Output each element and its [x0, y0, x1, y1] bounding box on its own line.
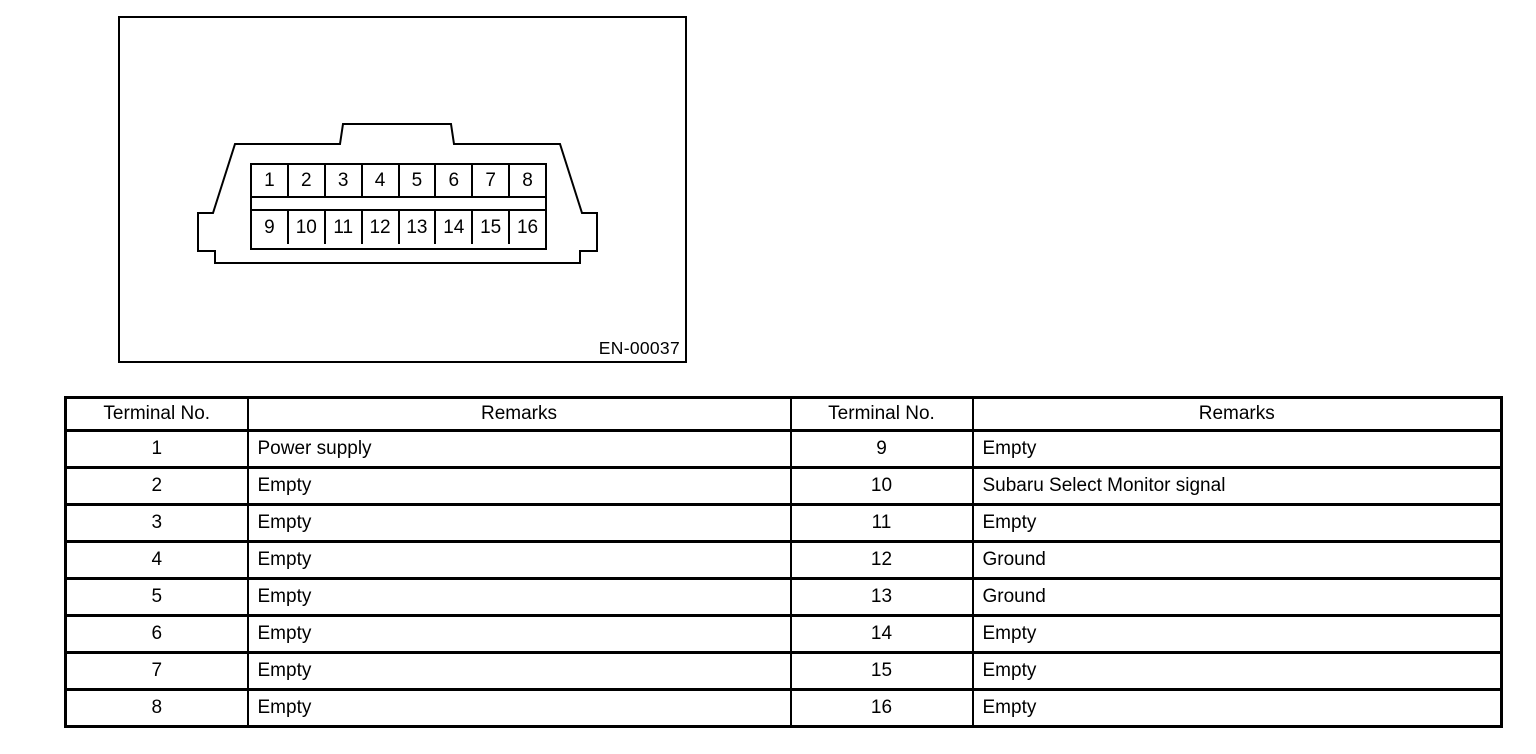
- terminal-table-header-row: Terminal No. Remarks Terminal No. Remark…: [64, 396, 1503, 432]
- remark-cell: Subaru Select Monitor signal: [971, 466, 1503, 506]
- remark-cell: Empty: [246, 688, 792, 728]
- remark-cell: Empty: [971, 651, 1503, 691]
- terminal-no-cell: 13: [789, 577, 974, 617]
- terminal-no-cell: 11: [789, 503, 974, 543]
- connector-outline-drawing: [197, 123, 598, 264]
- terminal-no-cell: 12: [789, 540, 974, 580]
- pin-cell-14: 14: [434, 211, 471, 244]
- terminal-table: Terminal No. Remarks Terminal No. Remark…: [64, 396, 1503, 728]
- table-row: 7 Empty 15 Empty: [64, 651, 1503, 691]
- table-row: 2 Empty 10 Subaru Select Monitor signal: [64, 466, 1503, 506]
- figure-code-label: EN-00037: [598, 338, 680, 358]
- remark-cell: Empty: [246, 577, 792, 617]
- pin-cell-6: 6: [434, 165, 471, 196]
- header-terminal-no-left: Terminal No.: [64, 396, 249, 432]
- pin-cell-8: 8: [508, 165, 545, 196]
- pin-cell-12: 12: [360, 211, 398, 244]
- remark-cell: Empty: [246, 614, 792, 654]
- pin-row-top: 1 2 3 4 5 6 7 8: [252, 165, 545, 198]
- pin-cell-3: 3: [323, 165, 361, 196]
- table-row: 1 Power supply 9 Empty: [64, 429, 1503, 469]
- terminal-no-cell: 10: [789, 466, 974, 506]
- terminal-no-cell: 3: [64, 503, 249, 543]
- table-row: 5 Empty 13 Ground: [64, 577, 1503, 617]
- table-row: 8 Empty 16 Empty: [64, 688, 1503, 728]
- pin-cell-5: 5: [397, 165, 435, 196]
- terminal-no-cell: 15: [789, 651, 974, 691]
- terminal-no-cell: 2: [64, 466, 249, 506]
- pin-cell-1: 1: [264, 170, 275, 191]
- remark-cell: Empty: [246, 503, 792, 543]
- table-row: 3 Empty 11 Empty: [64, 503, 1503, 543]
- connector-body-outline: [197, 123, 598, 264]
- terminal-no-cell: 16: [789, 688, 974, 728]
- remark-cell: Empty: [971, 429, 1503, 469]
- pin-cell-16: 16: [508, 211, 545, 244]
- pin-cell-2: 2: [286, 165, 324, 196]
- connector-pin-grid: 1 2 3 4 5 6 7 8 9 10 11 12 13 14 15 16: [250, 163, 547, 250]
- pin-cell-4: 4: [360, 165, 398, 196]
- table-row: 6 Empty 14 Empty: [64, 614, 1503, 654]
- pin-cell-9: 9: [264, 217, 275, 238]
- pin-cell-15: 15: [471, 211, 508, 244]
- header-remarks-left: Remarks: [246, 396, 792, 432]
- pin-cell-11: 11: [323, 211, 361, 244]
- remark-cell: Ground: [971, 577, 1503, 617]
- remark-cell: Empty: [246, 466, 792, 506]
- remark-cell: Power supply: [246, 429, 792, 469]
- terminal-no-cell: 14: [789, 614, 974, 654]
- pin-row-divider: [252, 198, 545, 211]
- header-terminal-no-right: Terminal No.: [789, 396, 974, 432]
- remark-cell: Empty: [971, 614, 1503, 654]
- remark-cell: Empty: [971, 688, 1503, 728]
- terminal-no-cell: 6: [64, 614, 249, 654]
- table-row: 4 Empty 12 Ground: [64, 540, 1503, 580]
- terminal-no-cell: 9: [789, 429, 974, 469]
- pin-cell-7: 7: [471, 165, 508, 196]
- remark-cell: Ground: [971, 540, 1503, 580]
- pin-row-bottom: 9 10 11 12 13 14 15 16: [252, 211, 545, 244]
- remark-cell: Empty: [246, 651, 792, 691]
- terminal-no-cell: 7: [64, 651, 249, 691]
- header-remarks-right: Remarks: [971, 396, 1503, 432]
- terminal-no-cell: 1: [64, 429, 249, 469]
- pin-cell-10: 10: [286, 211, 324, 244]
- remark-cell: Empty: [246, 540, 792, 580]
- terminal-no-cell: 8: [64, 688, 249, 728]
- terminal-no-cell: 4: [64, 540, 249, 580]
- pin-cell-13: 13: [397, 211, 435, 244]
- terminal-no-cell: 5: [64, 577, 249, 617]
- remark-cell: Empty: [971, 503, 1503, 543]
- connector-figure-box: 1 2 3 4 5 6 7 8 9 10 11 12 13 14 15 16 E…: [118, 16, 687, 363]
